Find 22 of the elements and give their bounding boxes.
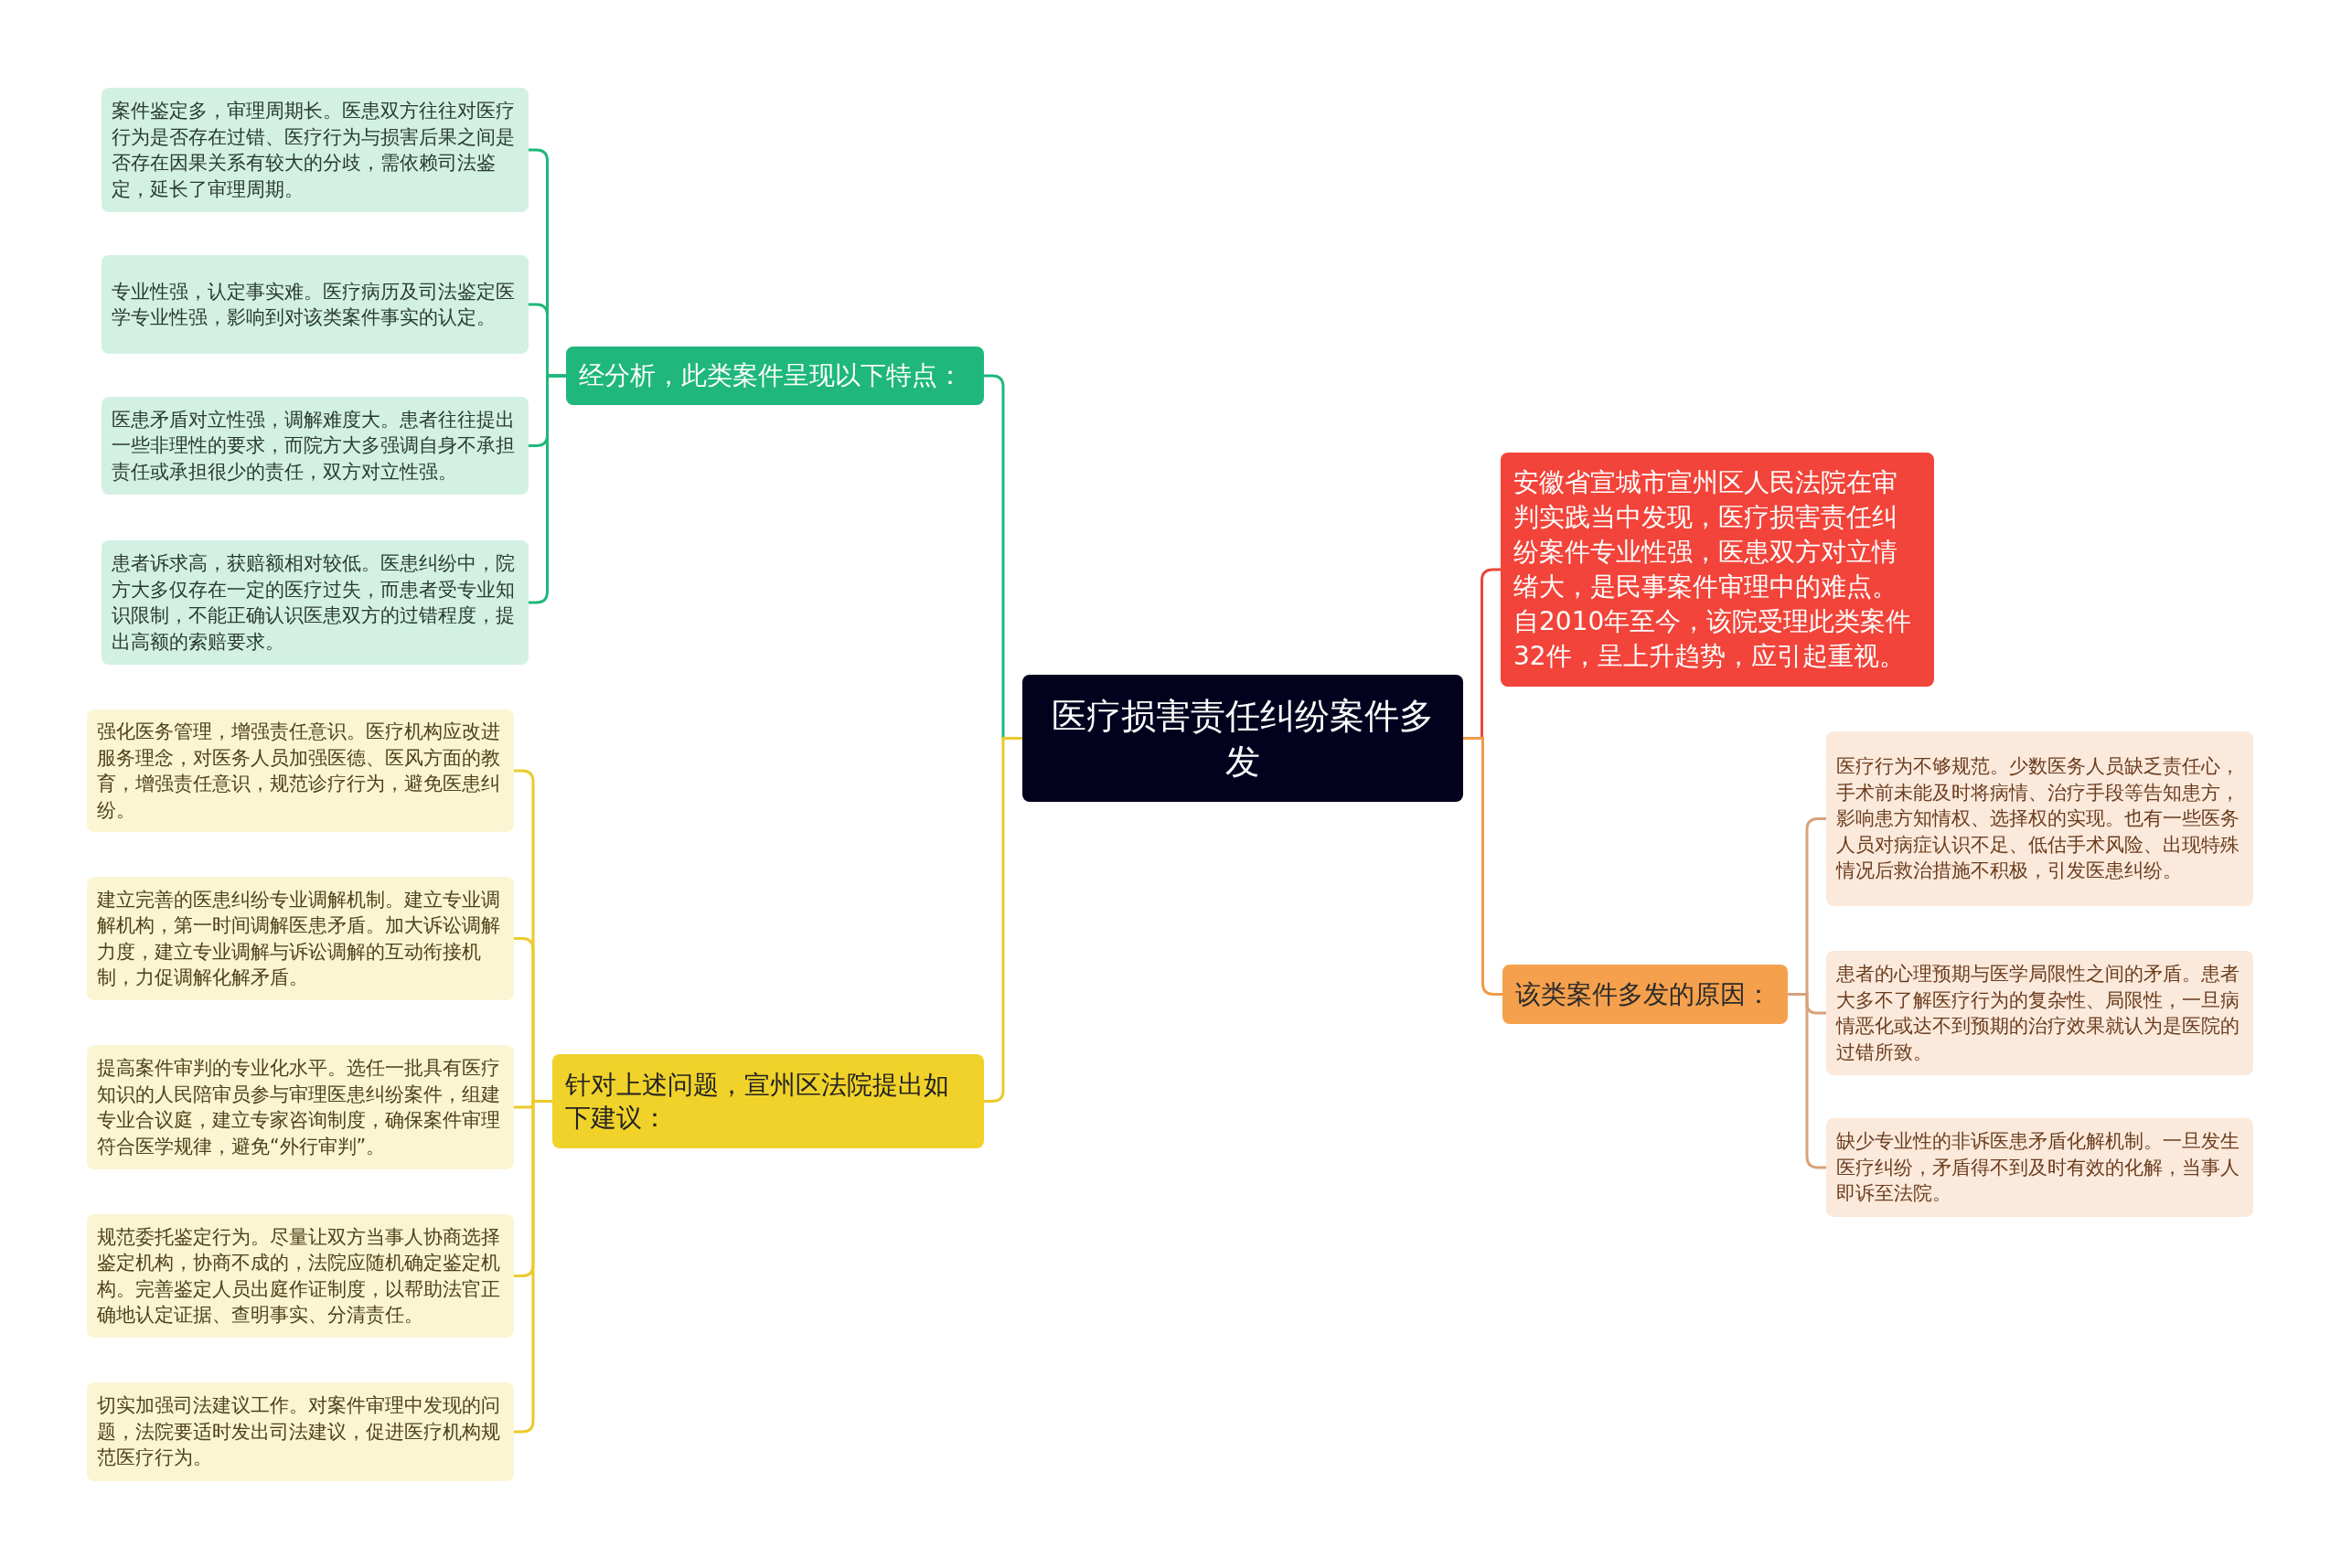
text-card: 患者诉求高，获赔额相对较低。医患纠纷中，院方大多仅存在一定的医疗过失，而患者受专业知识限制，不能正确认识医患双方的过错程度，提出高额的索赔要求。 <box>102 540 529 665</box>
branch-box: 安徽省宣城市宣州区人民法院在审判实践当中发现，医疗损害责任纠纷案件专业性强，医患双方对立情绪大，是民事案件审理中的难点。自2010年至今，该院受理此类案件32件，呈上升趋势，应引起重视。 <box>1501 453 1934 687</box>
text-card: 患者的心理预期与医学局限性之间的矛盾。患者大多不了解医疗行为的复杂性、局限性，一旦病情恶化或达不到预期的治疗效果就认为是医院的过错所致。 <box>1826 951 2253 1075</box>
central-topic-box: 医疗损害责任纠纷案件多发 <box>1022 675 1463 802</box>
text-card: 医患矛盾对立性强，调解难度大。患者往往提出一些非理性的要求，而院方大多强调自身不承担责任或承担很少的责任，双方对立性强。 <box>102 397 529 495</box>
connector-line <box>1788 993 1826 1169</box>
text-card: 医疗行为不够规范。少数医务人员缺乏责任心，手术前未能及时将病情、治疗手段等告知患方，影响患方知情权、选择权的实现。也有一些医务人员对病症认识不足、低估手术风险、出现特殊情况后救治措施不积极，引发医患纠纷。 <box>1826 731 2253 906</box>
text-card: 缺少专业性的非诉医患矛盾化解机制。一旦发生医疗纠纷，矛盾得不到及时有效的化解，当事人即诉至法院。 <box>1826 1118 2253 1217</box>
connector-line <box>1463 737 1502 996</box>
text-card: 切实加强司法建议工作。对案件审理中发现的问题，法院要适时发出司法建议，促进医疗机构规范医疗行为。 <box>87 1382 514 1481</box>
text-card: 强化医务管理，增强责任意识。医疗机构应改进服务理念，对医务人员加强医德、医风方面的教育，增强责任意识，规范诊疗行为，避免医患纠纷。 <box>87 709 514 832</box>
branch-box: 该类案件多发的原因： <box>1502 965 1788 1024</box>
text-card: 规范委托鉴定行为。尽量让双方当事人协商选择鉴定机构，协商不成的，法院应随机确定鉴定机构。完善鉴定人员出庭作证制度，以帮助法官正确地认定证据、查明事实、分清责任。 <box>87 1214 514 1338</box>
text-card: 专业性强，认定事实难。医疗病历及司法鉴定医学专业性强，影响到对该类案件事实的认定。 <box>102 255 529 354</box>
connector-line <box>529 374 566 604</box>
text-card: 建立完善的医患纠纷专业调解机制。建立专业调解机构，第一时间调解医患矛盾。加大诉讼调解力度，建立专业调解与诉讼调解的互动衔接机制，力促调解化解矛盾。 <box>87 877 514 1000</box>
connector-line <box>984 737 1022 1103</box>
branch-box: 经分析，此类案件呈现以下特点： <box>566 347 984 405</box>
branch-box: 针对上述问题，宣州区法院提出如下建议： <box>552 1054 984 1148</box>
text-card: 提高案件审判的专业化水平。选任一批具有医疗知识的人民陪审员参与审理医患纠纷案件，组建专业合议庭，建立专家咨询制度，确保案件审理符合医学规律，避免“外行审判”。 <box>87 1045 514 1169</box>
text-card: 案件鉴定多，审理周期长。医患双方往往对医疗行为是否存在过错、医疗行为与损害后果之间是否存在因果关系有较大的分歧，需依赖司法鉴定，延长了审理周期。 <box>102 88 529 212</box>
connector-line <box>514 1100 552 1434</box>
